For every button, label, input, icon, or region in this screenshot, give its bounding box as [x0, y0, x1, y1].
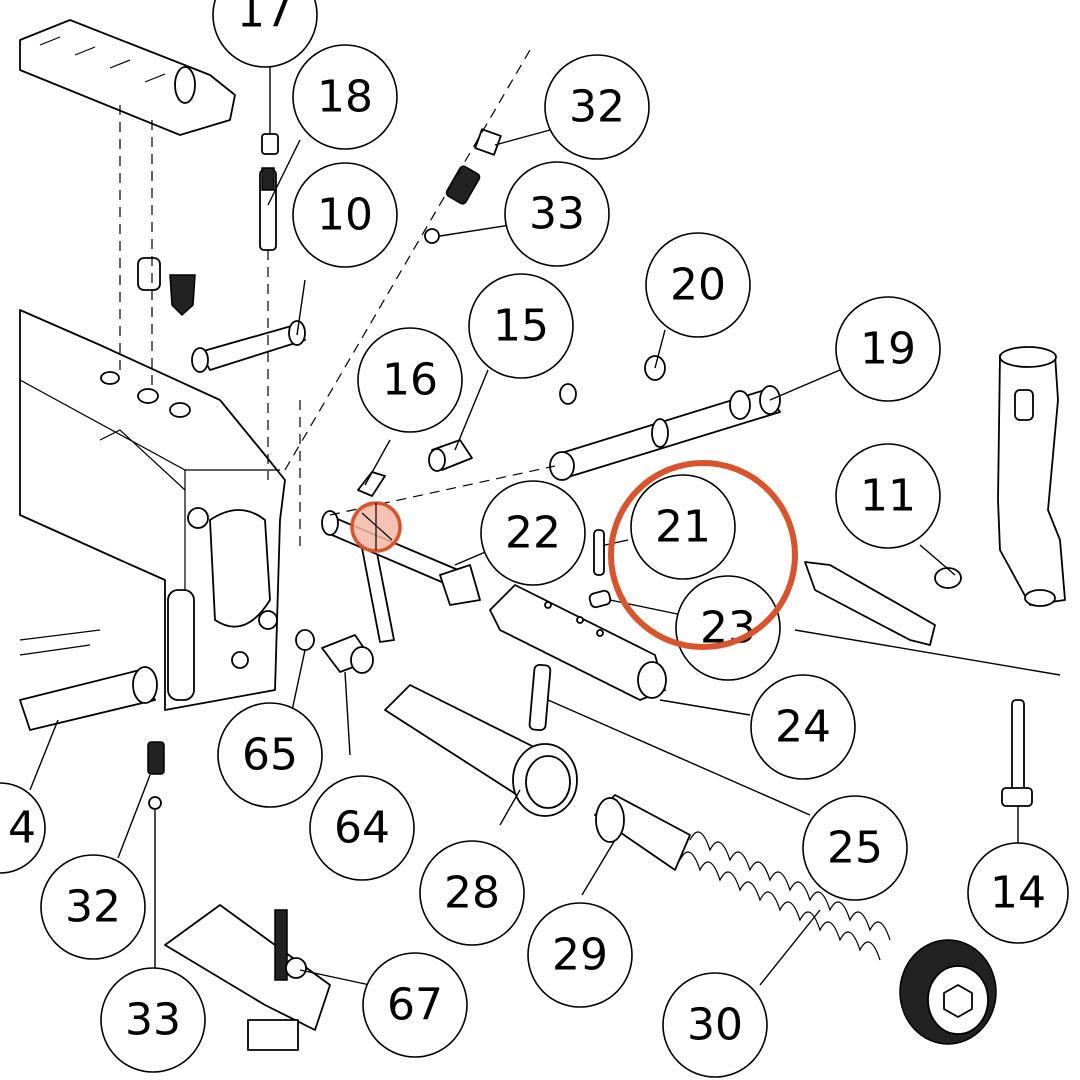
callout-32-top: 32	[544, 54, 650, 160]
tube-24-part	[489, 584, 667, 701]
callout-64-label: 64	[334, 803, 390, 854]
part-16	[357, 471, 386, 497]
callout-23: 23	[675, 575, 781, 681]
callout-32-bottom-label: 32	[65, 882, 121, 933]
callout-22: 22	[480, 480, 586, 586]
callout-15: 15	[468, 273, 574, 379]
top-rail-part	[19, 19, 236, 136]
spring-30-part	[679, 831, 891, 961]
callout-17-label: 17	[237, 0, 293, 38]
callout-11-label: 11	[860, 471, 916, 522]
callout-25-label: 25	[827, 823, 883, 874]
callout-16: 16	[357, 327, 463, 433]
callout-20-label: 20	[670, 260, 726, 311]
callout-28-label: 28	[444, 868, 500, 919]
callout-33-bottom: 33	[100, 967, 206, 1073]
callout-21: 21	[630, 474, 736, 580]
receiver-block-part	[19, 309, 286, 711]
highlight-layer	[350, 460, 798, 650]
callout-25: 25	[802, 795, 908, 901]
callout-4: 4	[0, 782, 46, 874]
trigger-group-67-part	[164, 904, 331, 1051]
callout-10: 10	[292, 162, 398, 268]
callout-4-label: 4	[8, 803, 36, 854]
cylinder-28-part	[384, 684, 578, 817]
callout-65-label: 65	[242, 730, 298, 781]
nut-64-face	[350, 646, 374, 674]
callout-32-top-label: 32	[569, 82, 625, 133]
callout-30-label: 30	[687, 1000, 743, 1051]
lever-11-part	[804, 561, 962, 646]
callout-17: 17	[212, 0, 318, 68]
callout-30: 30	[662, 972, 768, 1078]
callout-14-label: 14	[990, 868, 1046, 919]
parts-layer	[19, 19, 1066, 1051]
washer-small-part	[559, 383, 577, 405]
callout-10-label: 10	[317, 190, 373, 241]
callout-67-label: 67	[387, 980, 443, 1031]
bushing-15-face	[428, 448, 446, 472]
callout-28: 28	[419, 840, 525, 946]
callout-18-label: 18	[317, 72, 373, 123]
callout-24: 24	[750, 674, 856, 780]
callout-18: 18	[292, 44, 398, 150]
callout-22-label: 22	[505, 508, 561, 559]
pin-25-part	[528, 663, 552, 732]
callout-29: 29	[527, 902, 633, 1008]
left-rod-part	[19, 629, 158, 731]
piston-29-part	[594, 794, 691, 871]
callout-24-label: 24	[775, 702, 831, 753]
pin-23-part	[588, 589, 612, 609]
right-assembly-part	[997, 346, 1066, 607]
callout-33-top: 33	[504, 161, 610, 267]
callout-67: 67	[362, 952, 468, 1058]
bolt-19-part	[549, 385, 781, 481]
pin-21-part	[593, 529, 605, 576]
washer-65-part	[295, 629, 315, 651]
ball-33-top-part	[424, 228, 440, 244]
long-pin-part	[361, 547, 395, 643]
callout-32-bottom: 32	[40, 854, 146, 960]
callout-11: 11	[835, 443, 941, 549]
callout-21-label: 21	[655, 502, 711, 553]
callout-15-label: 15	[493, 301, 549, 352]
callout-19: 19	[835, 296, 941, 402]
callout-29-label: 29	[552, 930, 608, 981]
callout-14: 14	[967, 842, 1069, 944]
callout-33-bottom-label: 33	[125, 995, 181, 1046]
callout-19-label: 19	[860, 324, 916, 375]
knurled-cap-part	[899, 939, 997, 1045]
callout-64: 64	[309, 775, 415, 881]
callout-33-top-label: 33	[529, 189, 585, 240]
grub-screw-17	[261, 133, 279, 155]
pin-18-thread	[261, 167, 275, 191]
callout-20: 20	[645, 232, 751, 338]
spring-32-bottom-part	[147, 741, 165, 775]
pin-14-part	[1001, 699, 1033, 807]
cone-screw-part	[169, 274, 196, 317]
detent-block-part	[474, 128, 502, 156]
callout-16-label: 16	[382, 355, 438, 406]
leader-lines	[29, 60, 1061, 986]
callout-65: 65	[217, 702, 323, 808]
ball-33-bottom-part	[148, 796, 162, 810]
bushing-part	[137, 257, 161, 291]
highlight-ring	[608, 460, 798, 650]
spring-32-top-part	[445, 165, 481, 205]
pin-10-part	[191, 320, 306, 373]
